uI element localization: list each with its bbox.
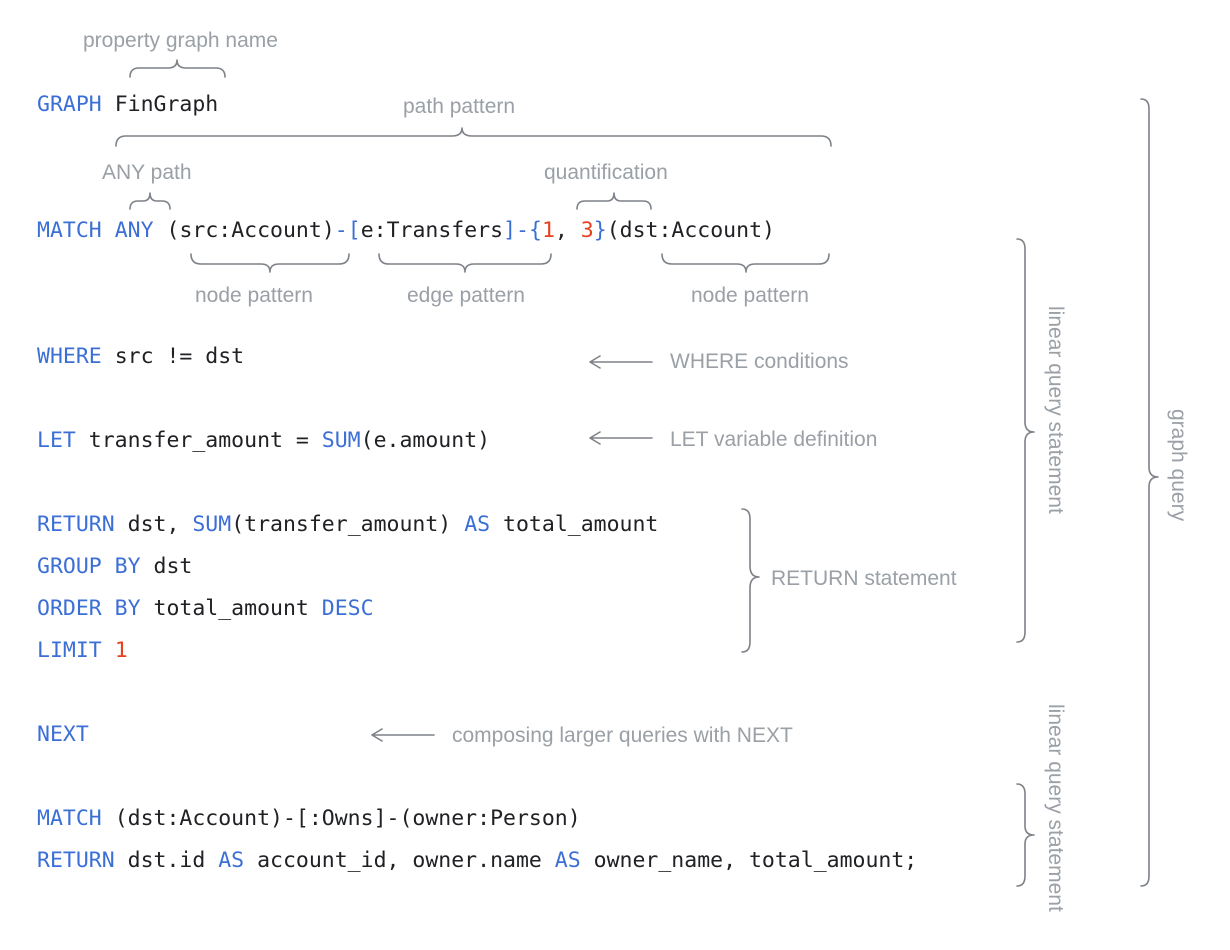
return-dst: dst,: [127, 512, 193, 537]
label-node-pattern-1: node pattern: [195, 284, 313, 307]
keyword-order-by: ORDER BY: [37, 596, 141, 621]
keyword-desc: DESC: [321, 596, 374, 621]
label-quantification: quantification: [544, 161, 668, 184]
dash-1: -: [334, 218, 348, 243]
paren-open: (: [166, 218, 180, 243]
label-any-path: ANY path: [102, 161, 192, 184]
where-condition: src != dst: [114, 344, 245, 369]
src-node: src:Account: [179, 218, 322, 243]
keyword-limit: LIMIT: [37, 638, 102, 663]
keyword-group-by: GROUP BY: [37, 554, 141, 579]
keyword-as-2: AS: [218, 848, 245, 873]
label-let-definition: LET variable definition: [670, 428, 878, 451]
let-var: transfer_amount =: [88, 428, 322, 453]
quant-min: 1: [541, 218, 555, 243]
keyword-let: LET: [37, 428, 76, 453]
code-line-graph: GRAPH FinGraph: [37, 94, 218, 116]
node-pattern-2-bracket: [661, 253, 830, 273]
brace-close: }: [593, 218, 607, 243]
return-2-a: dst.id: [127, 848, 219, 873]
code-line-limit: LIMIT 1: [37, 640, 128, 662]
quant-max: 3: [580, 218, 594, 243]
label-graph-query: graph query: [1167, 409, 1190, 522]
match-2-pattern: (dst:Account)-[:Owns]-(owner:Person): [114, 806, 581, 831]
dash-2: -: [516, 218, 529, 243]
limit-value: 1: [114, 638, 128, 663]
keyword-as-3: AS: [554, 848, 581, 873]
label-return-statement: RETURN statement: [771, 567, 957, 590]
let-expr: (e.amount): [360, 428, 491, 453]
fn-sum-1: SUM: [321, 428, 361, 453]
graph-query-brace: [1140, 98, 1159, 887]
keyword-where: WHERE: [37, 344, 102, 369]
return-2-b: account_id, owner.name: [257, 848, 555, 873]
label-linear-query-2: linear query statement: [1044, 704, 1067, 912]
any-path-bracket: [129, 192, 171, 210]
brace-open: {: [528, 218, 542, 243]
label-where-conditions: WHERE conditions: [670, 350, 849, 373]
keyword-return-2: RETURN: [37, 848, 115, 873]
where-arrow: [589, 355, 653, 369]
fn-sum-2: SUM: [192, 512, 232, 537]
keyword-any: ANY: [114, 218, 154, 243]
node-pattern-1-bracket: [190, 253, 350, 273]
keyword-as: AS: [464, 512, 491, 537]
bracket-open: [: [347, 218, 361, 243]
property-graph-name-bracket: [129, 59, 226, 78]
keyword-next: NEXT: [37, 722, 89, 747]
keyword-match: MATCH: [37, 218, 102, 243]
code-line-order-by: ORDER BY total_amount DESC: [37, 598, 374, 620]
linear-query-brace-1: [1016, 238, 1035, 643]
edge-pattern-bracket: [378, 253, 552, 273]
group-by-key: dst: [153, 554, 193, 579]
return-arg: (transfer_amount): [231, 512, 465, 537]
code-line-next: NEXT: [37, 724, 89, 746]
label-property-graph-name: property graph name: [83, 29, 278, 52]
paren-close: ): [321, 218, 335, 243]
label-edge-pattern: edge pattern: [407, 284, 525, 307]
dst-node: (dst:Account): [606, 218, 775, 243]
label-linear-query-1: linear query statement: [1044, 306, 1067, 514]
keyword-match-2: MATCH: [37, 806, 102, 831]
code-line-let: LET transfer_amount = SUM(e.amount): [37, 430, 490, 452]
return-statement-brace: [741, 508, 760, 653]
let-arrow: [589, 431, 653, 445]
linear-query-brace-2: [1016, 783, 1035, 887]
code-line-match: MATCH ANY (src:Account)-[e:Transfers]-{1…: [37, 220, 775, 242]
code-line-match-2: MATCH (dst:Account)-[:Owns]-(owner:Perso…: [37, 808, 581, 830]
next-arrow: [371, 728, 435, 742]
code-line-return: RETURN dst, SUM(transfer_amount) AS tota…: [37, 514, 658, 536]
order-by-key: total_amount: [153, 596, 322, 621]
label-node-pattern-2: node pattern: [691, 284, 809, 307]
quantification-bracket: [576, 192, 652, 210]
graph-name: FinGraph: [114, 92, 219, 117]
bracket-close: ]: [503, 218, 517, 243]
code-line-where: WHERE src != dst: [37, 346, 244, 368]
return-2-c: owner_name, total_amount;: [593, 848, 918, 873]
path-pattern-bracket: [115, 127, 832, 147]
keyword-return: RETURN: [37, 512, 115, 537]
return-alias: total_amount: [503, 512, 659, 537]
code-line-return-2: RETURN dst.id AS account_id, owner.name …: [37, 850, 917, 872]
edge-var: e:Transfers: [360, 218, 504, 243]
quant-comma: ,: [554, 218, 581, 243]
keyword-graph: GRAPH: [37, 92, 102, 117]
label-path-pattern: path pattern: [403, 95, 516, 118]
code-line-group-by: GROUP BY dst: [37, 556, 192, 578]
label-next-note: composing larger queries with NEXT: [452, 724, 793, 747]
